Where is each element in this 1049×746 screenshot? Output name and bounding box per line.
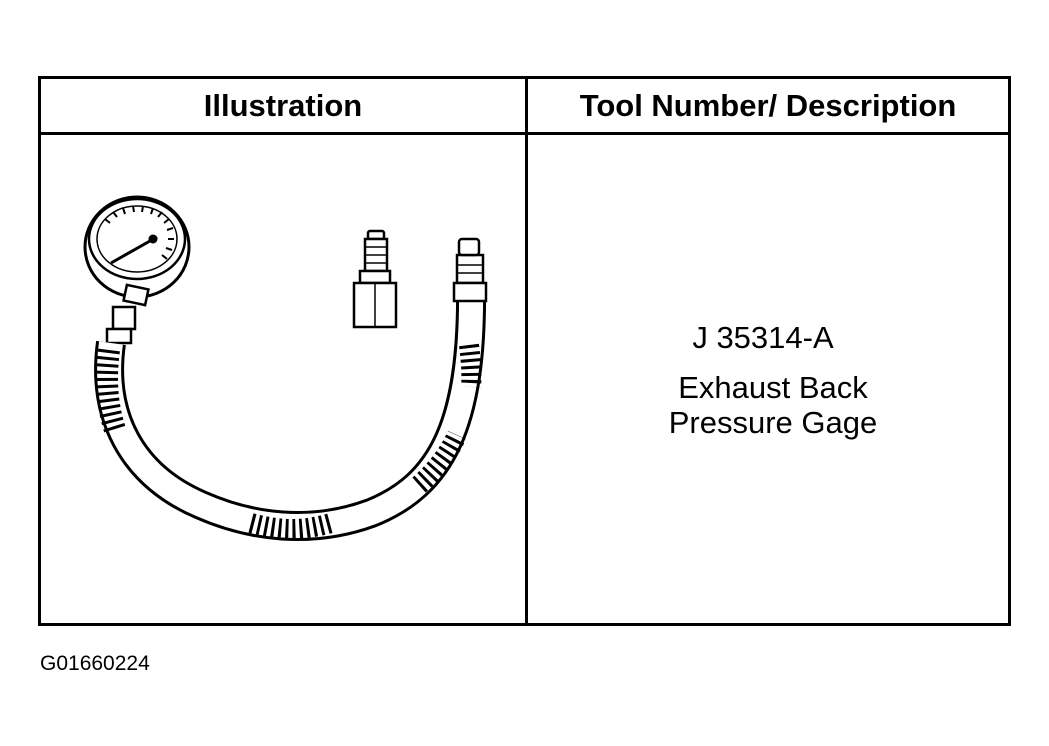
tool-illustration <box>83 195 488 542</box>
figure-id: G01660224 <box>40 652 150 675</box>
column-divider <box>525 79 528 623</box>
tool-number: J 35314-A <box>692 320 834 355</box>
header-illustration: Illustration <box>203 87 363 123</box>
description-cell: J 35314-A Exhaust Back Pressure Gage <box>528 135 1008 623</box>
pressure-gauge-icon <box>83 195 191 345</box>
table-header-row: Illustration Tool Number/ Description <box>41 79 1008 135</box>
tool-table: Illustration Tool Number/ Description <box>38 76 1011 626</box>
tool-description-line: Pressure Gage <box>668 405 878 440</box>
hose-icon <box>94 237 488 542</box>
tool-description-line: Exhaust Back <box>678 370 868 405</box>
illustration-cell <box>41 135 525 623</box>
adapter-fitting-icon <box>352 229 398 329</box>
header-tool-description: Tool Number/ Description <box>579 87 957 123</box>
